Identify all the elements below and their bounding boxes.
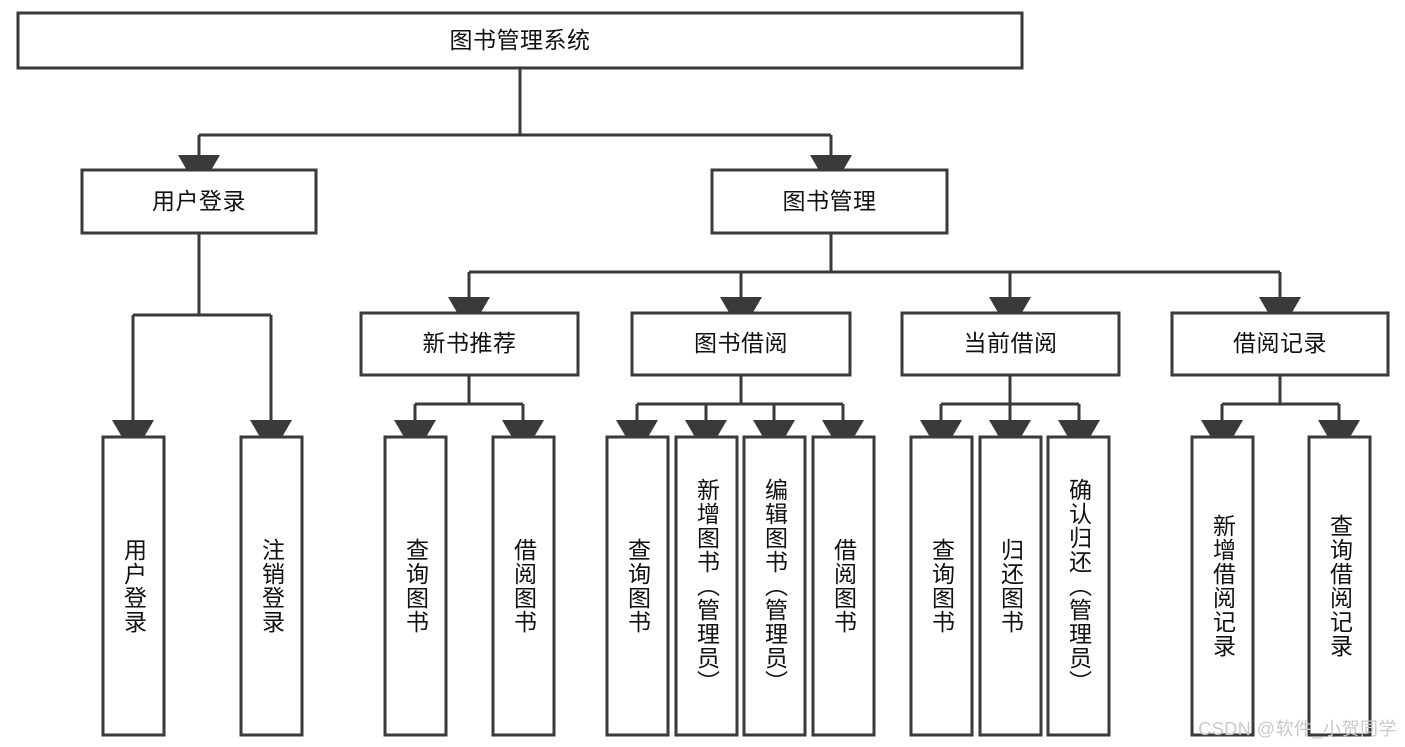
connector-group-current xyxy=(920,375,1100,456)
node-current-borrow[interactable] xyxy=(900,311,1121,377)
node-leaf-edit-book-admin[interactable] xyxy=(742,435,807,737)
connector-group-record xyxy=(1201,375,1360,456)
node-leaf-query-record[interactable] xyxy=(1307,435,1372,737)
node-leaf-borrow-book-2[interactable] xyxy=(811,435,876,737)
node-new-book-recommend[interactable] xyxy=(359,311,580,377)
node-root[interactable] xyxy=(16,11,1024,70)
node-leaf-confirm-return-admin[interactable] xyxy=(1046,435,1111,737)
node-leaf-add-record[interactable] xyxy=(1190,435,1255,737)
connector-group-book-manage xyxy=(448,233,1301,333)
node-leaf-query-book-1[interactable] xyxy=(383,435,448,737)
node-leaf-query-book-3[interactable] xyxy=(909,435,974,737)
node-user-login[interactable] xyxy=(80,168,318,235)
connector-group-borrow xyxy=(616,375,864,456)
node-leaf-add-book-admin[interactable] xyxy=(674,435,739,737)
node-leaf-return-book[interactable] xyxy=(978,435,1043,737)
node-leaf-borrow-book-1[interactable] xyxy=(491,435,556,737)
connector-group-root xyxy=(178,68,852,191)
connector-group-user-login xyxy=(112,233,292,456)
node-leaf-logout[interactable] xyxy=(239,435,304,737)
node-leaf-user-login[interactable] xyxy=(101,435,166,737)
node-borrow-record[interactable] xyxy=(1170,311,1390,377)
connector-group-new-book xyxy=(394,375,544,456)
node-book-management[interactable] xyxy=(710,168,949,235)
node-book-borrow[interactable] xyxy=(630,311,852,377)
node-leaf-query-book-2[interactable] xyxy=(605,435,670,737)
